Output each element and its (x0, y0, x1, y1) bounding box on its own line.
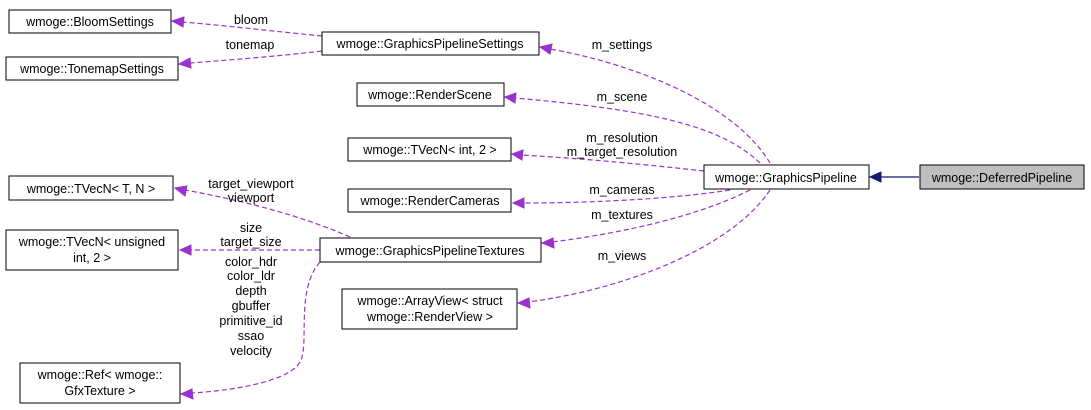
node-label-line1: wmoge::Ref< wmoge:: (37, 368, 163, 382)
edge-label-m-target-resolution: m_target_resolution (567, 145, 678, 159)
edge-label-m-textures: m_textures (591, 208, 653, 222)
edge-label-size: size (240, 221, 262, 235)
edge-tonemap (177, 50, 323, 69)
edge-label-gbuffer: gbuffer (232, 299, 271, 313)
edge-m-scene (503, 92, 761, 164)
node-label: wmoge::GraphicsPipeline (714, 171, 857, 185)
edge-label-ssao: ssao (238, 329, 264, 343)
edge-label-viewport: viewport (228, 191, 275, 205)
node-label-line1: wmoge::TVecN< unsigned (18, 235, 165, 249)
edge-label-target-size: target_size (220, 235, 281, 249)
node-label: wmoge::RenderCameras (360, 194, 500, 208)
node-label: wmoge::TonemapSettings (19, 62, 164, 76)
node-label: wmoge::BloomSettings (25, 15, 154, 29)
node-render-cameras[interactable]: wmoge::RenderCameras (347, 188, 512, 213)
node-tvecn-t-n[interactable]: wmoge::TVecN< T, N > (8, 175, 174, 201)
node-bloom-settings[interactable]: wmoge::BloomSettings (8, 9, 172, 34)
edge-m-settings (538, 43, 771, 164)
edge-label-m-resolution: m_resolution (586, 131, 658, 145)
node-label: wmoge::TVecN< int, 2 > (362, 143, 496, 157)
edge-size (178, 244, 321, 256)
edge-m-resolution (510, 149, 705, 172)
node-graphics-pipeline[interactable]: wmoge::GraphicsPipeline (703, 164, 870, 190)
edge-label-m-settings: m_settings (592, 38, 652, 52)
edge-label-color-hdr: color_hdr (225, 255, 277, 269)
edge-m-cameras (511, 189, 731, 209)
node-label-line2: wmoge::RenderView > (366, 310, 493, 324)
edge-label-tonemap: tonemap (226, 38, 275, 52)
edge-m-views (516, 189, 771, 309)
node-ref-gfx-texture[interactable]: wmoge::Ref< wmoge:: GfxTexture > (19, 362, 181, 404)
node-array-view[interactable]: wmoge::ArrayView< struct wmoge::RenderVi… (341, 288, 518, 330)
edge-textures (179, 261, 321, 400)
node-label: wmoge::RenderScene (367, 88, 492, 102)
node-deferred-pipeline[interactable]: wmoge::DeferredPipeline (919, 164, 1085, 190)
edge-viewport (173, 185, 351, 238)
edge-label-velocity: velocity (230, 344, 272, 358)
node-render-scene[interactable]: wmoge::RenderScene (356, 82, 505, 107)
edge-label-bloom: bloom (234, 13, 268, 27)
node-label-line1: wmoge::ArrayView< struct (356, 294, 503, 308)
node-tonemap-settings[interactable]: wmoge::TonemapSettings (5, 56, 179, 81)
node-label: wmoge::GraphicsPipelineSettings (336, 37, 524, 51)
node-graphics-pipeline-settings[interactable]: wmoge::GraphicsPipelineSettings (321, 31, 540, 56)
edge-label-target-viewport: target_viewport (208, 177, 294, 191)
node-tvecn-int-2[interactable]: wmoge::TVecN< int, 2 > (347, 137, 512, 162)
edge-label-depth: depth (235, 284, 266, 298)
node-graphics-pipeline-textures[interactable]: wmoge::GraphicsPipelineTextures (319, 237, 542, 263)
edge-label-color-ldr: color_ldr (227, 269, 275, 283)
edge-inheritance (868, 171, 919, 183)
edge-bloom (170, 16, 323, 37)
edge-m-textures (540, 189, 751, 249)
node-label-line2: int, 2 > (73, 251, 111, 265)
node-tvecn-unsigned-int-2[interactable]: wmoge::TVecN< unsigned int, 2 > (5, 229, 179, 271)
edge-label-m-cameras: m_cameras (589, 183, 654, 197)
edge-label-m-views: m_views (598, 249, 647, 263)
node-label: wmoge::TVecN< T, N > (26, 182, 155, 196)
node-label-line2: GfxTexture > (64, 384, 135, 398)
edge-label-m-scene: m_scene (597, 90, 648, 104)
edge-label-primitive-id: primitive_id (219, 314, 282, 328)
node-label: wmoge::DeferredPipeline (931, 171, 1072, 185)
node-label: wmoge::GraphicsPipelineTextures (335, 244, 525, 258)
